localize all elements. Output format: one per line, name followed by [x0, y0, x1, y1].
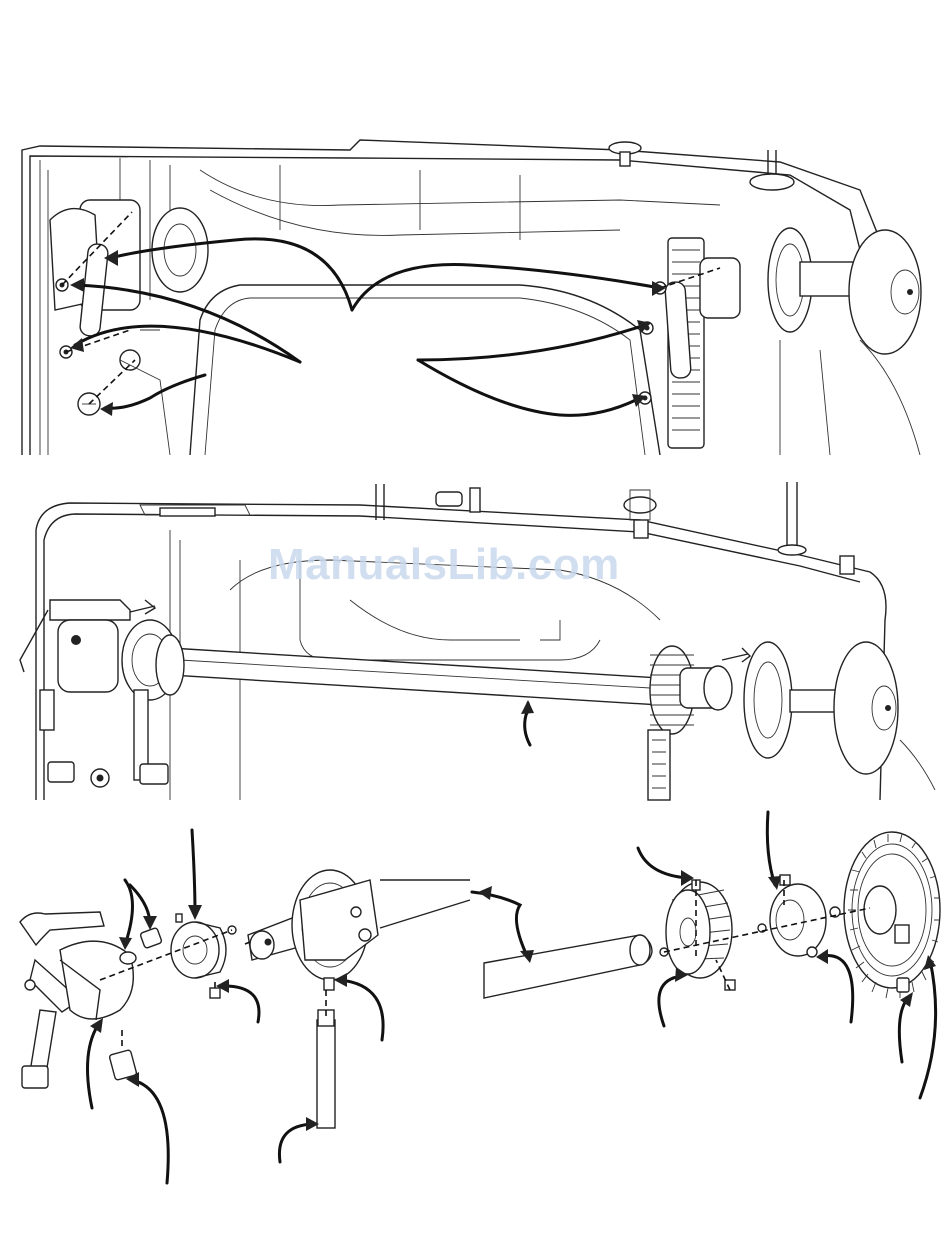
watermark: ManualsLib.com: [268, 540, 620, 590]
